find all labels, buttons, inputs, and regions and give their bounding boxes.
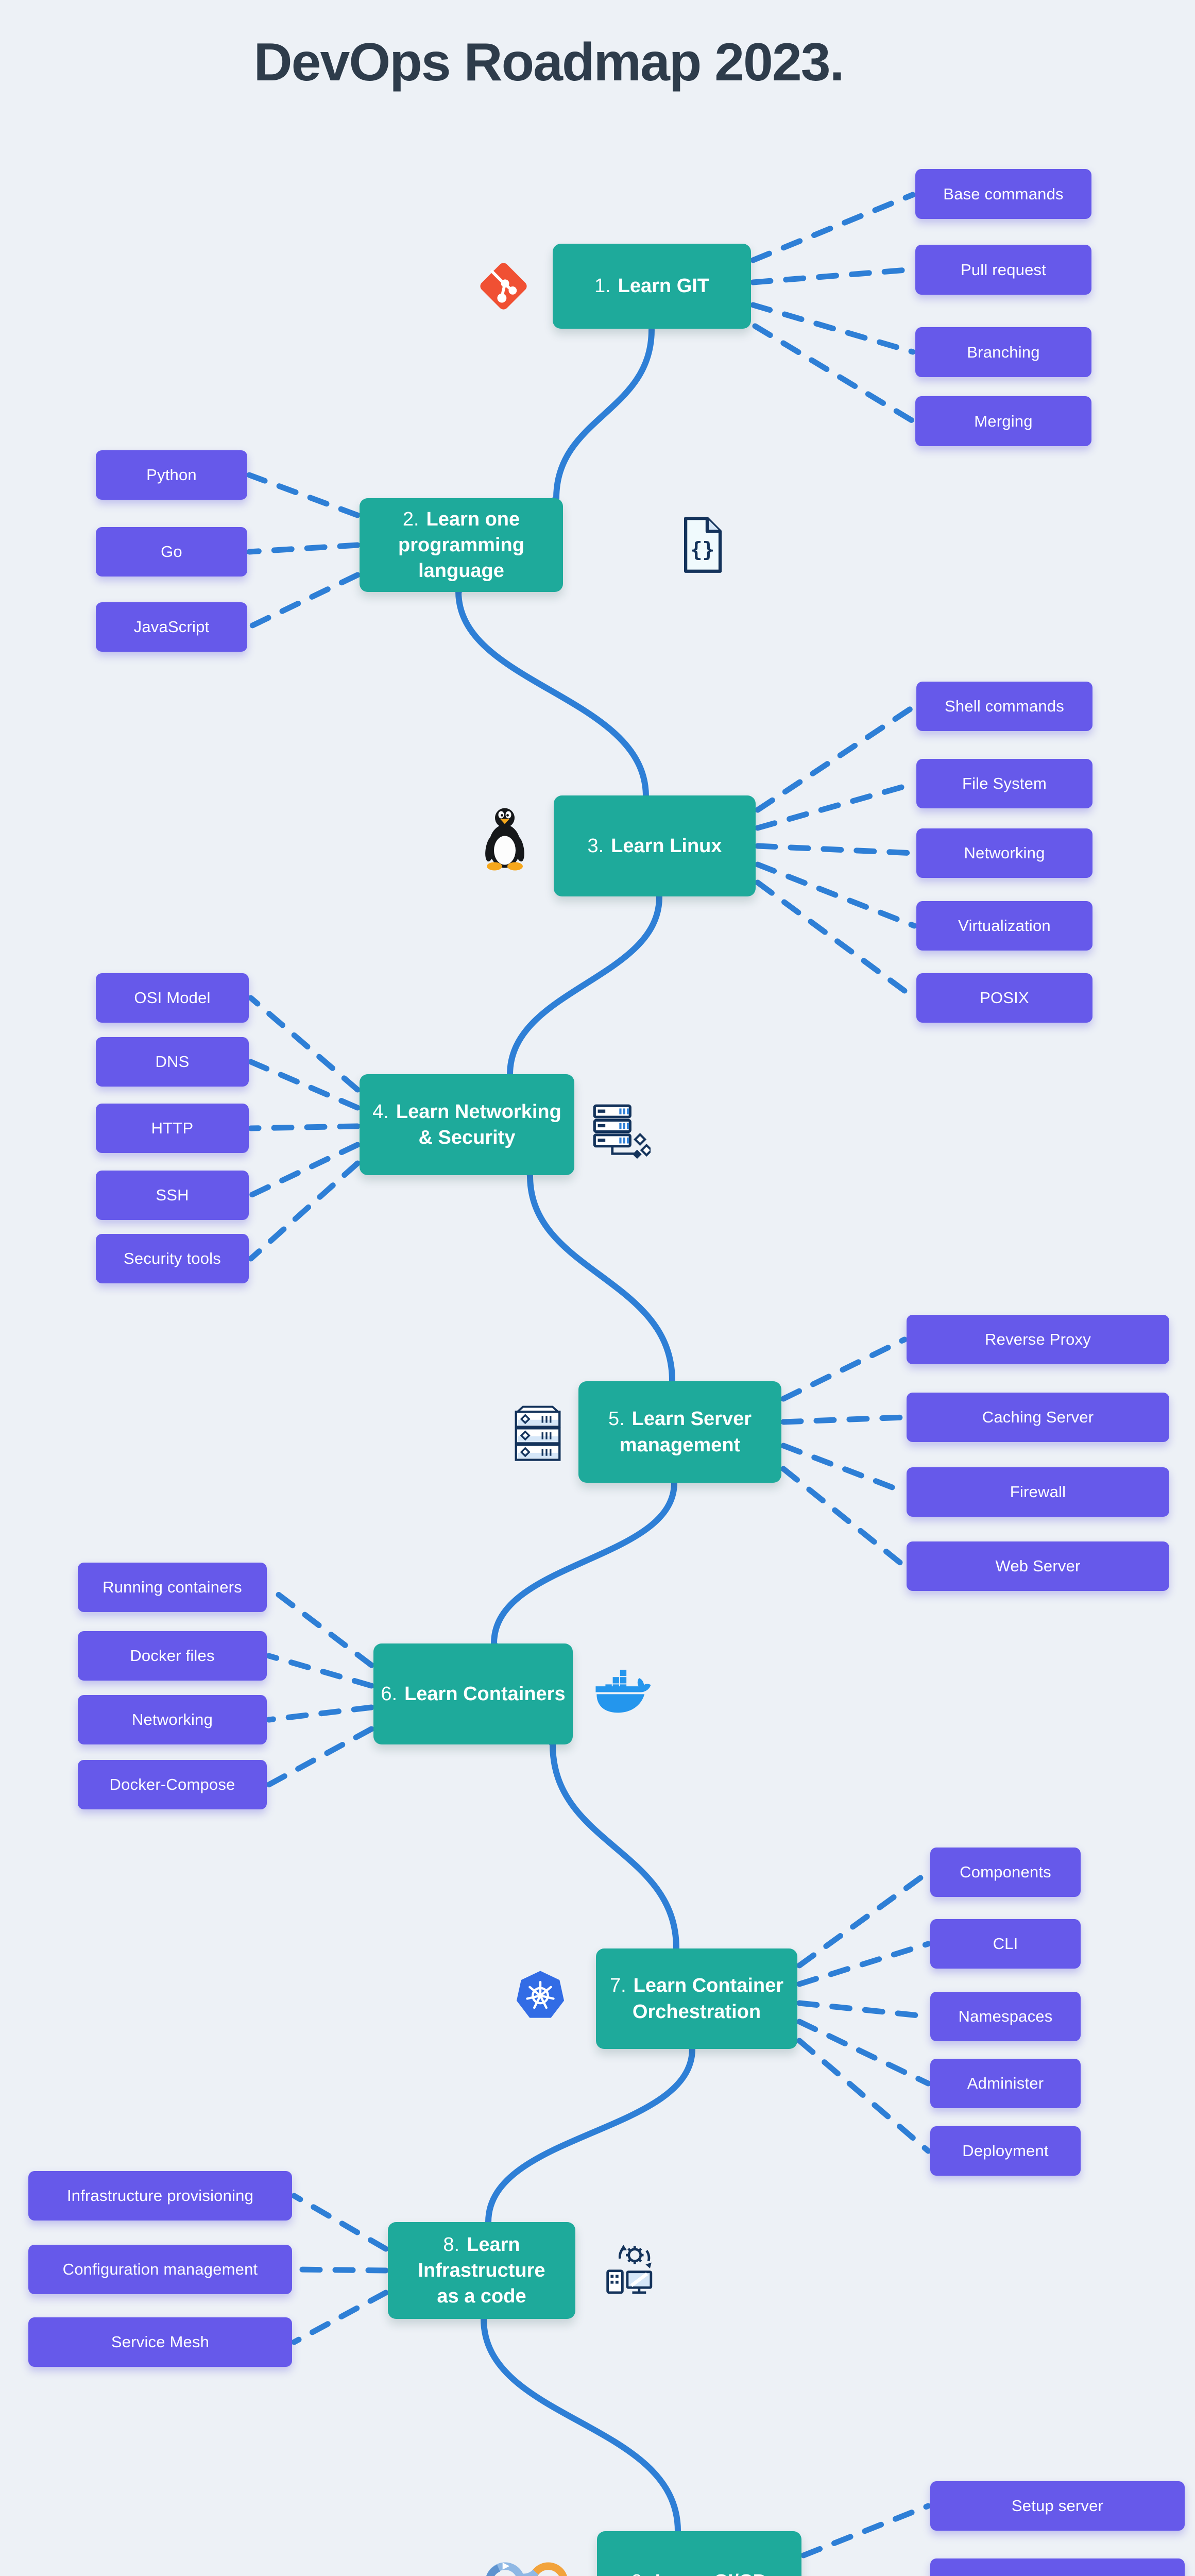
- server-rack-icon: [511, 1404, 564, 1463]
- topic-posix: POSIX: [916, 973, 1092, 1023]
- topic-file-system: File System: [916, 759, 1092, 808]
- connectors-section-4: [248, 995, 361, 1262]
- node-number: 5.: [608, 1408, 625, 1430]
- topic-javascript: JavaScript: [96, 602, 247, 652]
- topic-integration: Integration: [930, 2558, 1185, 2576]
- node-learn-cicd: 9. Learn CI/CD: [597, 2531, 801, 2576]
- linux-tux-icon: [479, 804, 531, 873]
- topic-networking-containers: Networking: [78, 1695, 267, 1744]
- node-label: Learn Server management: [619, 1408, 752, 1456]
- svg-text:{}: {}: [690, 538, 715, 562]
- node-label: Learn Networking & Security: [396, 1100, 561, 1148]
- connectors-section-6: [266, 1584, 374, 1788]
- kubernetes-icon: [515, 1968, 566, 2022]
- topic-deployment: Deployment: [930, 2126, 1081, 2176]
- node-learn-programming-language: 2.Learn one programming language: [360, 498, 563, 592]
- topic-pull-request: Pull request: [915, 245, 1091, 295]
- node-label: Learn one programming language: [398, 508, 524, 582]
- topic-service-mesh: Service Mesh: [28, 2317, 292, 2367]
- topic-administer: Administer: [930, 2059, 1081, 2108]
- topic-caching-server: Caching Server: [907, 1393, 1169, 1442]
- topic-networking-linux: Networking: [916, 828, 1092, 878]
- topic-python: Python: [96, 450, 247, 500]
- topic-docker-files: Docker files: [78, 1631, 267, 1681]
- page-title: DevOps Roadmap 2023.: [253, 32, 845, 92]
- node-learn-containers: 6. Learn Containers: [373, 1643, 573, 1744]
- topic-merging: Merging: [915, 396, 1091, 446]
- connectors-section-8: [291, 2193, 389, 2345]
- spine-curve: [455, 327, 696, 2576]
- topic-go: Go: [96, 527, 247, 577]
- topic-docker-compose: Docker-Compose: [78, 1760, 267, 1809]
- topic-components: Components: [930, 1848, 1081, 1897]
- node-learn-networking-security: 4. Learn Networking & Security: [360, 1074, 574, 1175]
- node-label: Learn Infrastructure as a code: [418, 2233, 545, 2308]
- node-label: Learn CI/CD: [655, 2571, 767, 2576]
- topic-namespaces: Namespaces: [930, 1992, 1081, 2041]
- node-learn-server-management: 5.Learn Server management: [578, 1381, 781, 1483]
- topic-firewall: Firewall: [907, 1467, 1169, 1517]
- node-learn-container-orchestration: 7. Learn Container Orchestration: [596, 1948, 797, 2049]
- node-number: 6.: [381, 1683, 398, 1705]
- topic-dns: DNS: [96, 1037, 249, 1087]
- connectors-section-7: [796, 1869, 931, 2154]
- node-label: Learn Containers: [404, 1683, 566, 1705]
- network-security-icon: [591, 1103, 651, 1162]
- node-number: 8.: [443, 2233, 460, 2256]
- cicd-infinity-icon: [476, 2556, 577, 2576]
- topic-base-commands: Base commands: [915, 169, 1091, 219]
- node-number: 2.: [402, 508, 419, 530]
- topic-infrastructure-provisioning: Infrastructure provisioning: [28, 2171, 292, 2221]
- node-learn-linux: 3. Learn Linux: [554, 795, 756, 896]
- connectors-section-9: [800, 2503, 931, 2558]
- node-number: 1.: [594, 275, 611, 297]
- topic-running-containers: Running containers: [78, 1563, 267, 1612]
- connectors-section-5: [780, 1336, 908, 1569]
- node-label: Learn Container Orchestration: [632, 1975, 784, 2023]
- connectors-section-2: [246, 472, 361, 630]
- git-icon: [476, 259, 531, 313]
- topic-osi-model: OSI Model: [96, 973, 249, 1023]
- topic-ssh: SSH: [96, 1171, 249, 1220]
- topic-setup-server: Setup server: [930, 2481, 1185, 2531]
- node-label: Learn GIT: [618, 275, 710, 297]
- docker-whale-icon: [593, 1669, 653, 1716]
- node-label: Learn Linux: [611, 835, 722, 857]
- topic-web-server: Web Server: [907, 1541, 1169, 1591]
- connectors-section-3: [755, 703, 917, 1001]
- topic-http: HTTP: [96, 1104, 249, 1153]
- topic-shell-commands: Shell commands: [916, 682, 1092, 731]
- topic-security-tools: Security tools: [96, 1234, 249, 1283]
- code-file-icon: {}: [672, 515, 731, 574]
- topic-virtualization: Virtualization: [916, 901, 1092, 951]
- topic-reverse-proxy: Reverse Proxy: [907, 1315, 1169, 1364]
- connectors-section-1: [750, 192, 916, 424]
- node-learn-infrastructure-as-code: 8.Learn Infrastructure as a code: [388, 2222, 575, 2319]
- node-learn-git: 1. Learn GIT: [553, 244, 751, 329]
- node-number: 4.: [372, 1100, 389, 1123]
- iac-gear-icon: [604, 2241, 660, 2295]
- topic-cli: CLI: [930, 1919, 1081, 1969]
- dashed-connectors: [246, 192, 931, 2558]
- node-number: 3.: [587, 835, 604, 857]
- node-number: 7.: [609, 1975, 626, 1997]
- node-number: 9.: [631, 2571, 648, 2576]
- topic-configuration-management: Configuration management: [28, 2245, 292, 2294]
- topic-branching: Branching: [915, 327, 1091, 377]
